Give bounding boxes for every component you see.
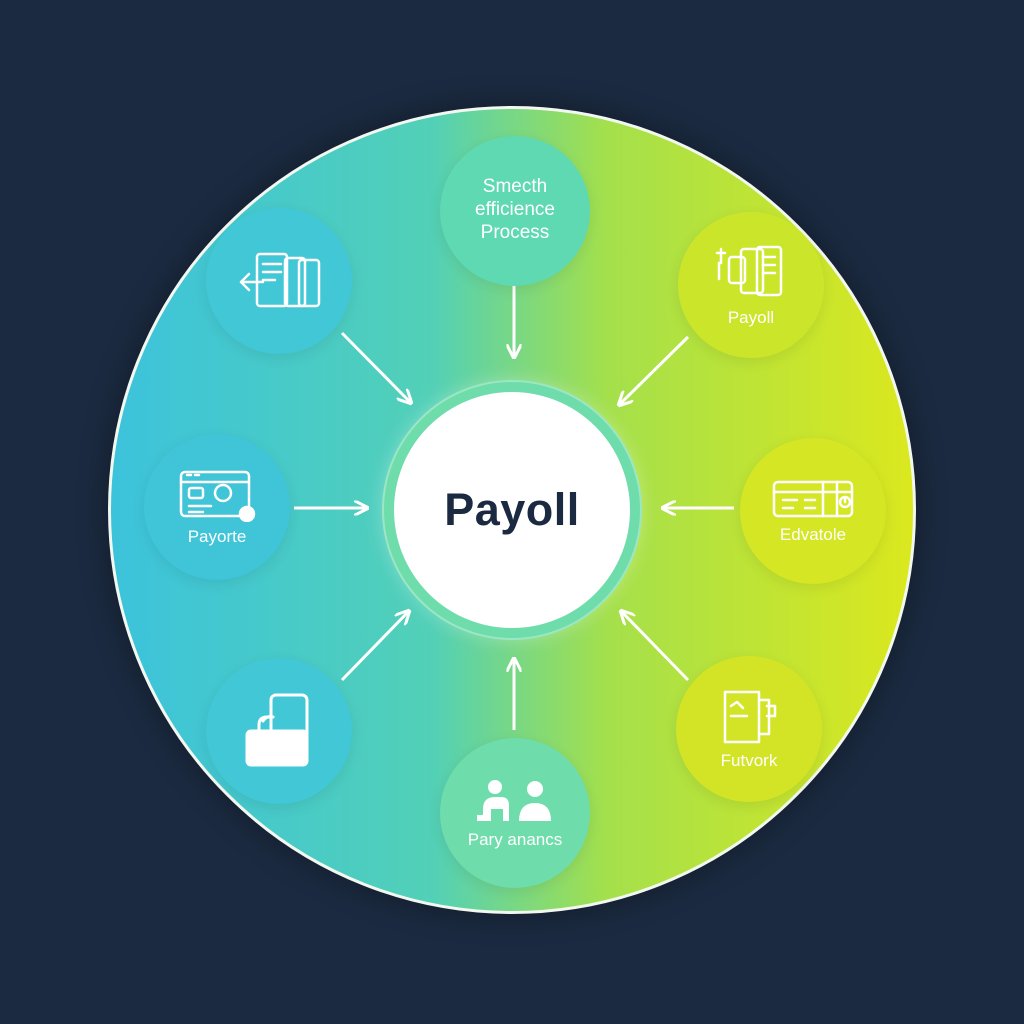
center-hub: Payoll bbox=[384, 382, 640, 638]
arrow-bottom-right bbox=[622, 612, 690, 682]
node-top-left bbox=[206, 208, 352, 354]
calendar-icon bbox=[772, 480, 854, 517]
arrow-top-left bbox=[340, 331, 410, 402]
node-top-line-1: Smecth bbox=[482, 175, 548, 197]
node-top: Smecth efficience Process bbox=[440, 136, 590, 286]
node-right: Edvatole bbox=[740, 438, 886, 584]
node-top-line-3: Process bbox=[480, 221, 550, 243]
node-left-label: Payorte bbox=[187, 526, 247, 546]
people-icon bbox=[477, 779, 551, 821]
devices-icon bbox=[715, 245, 783, 296]
document-icon bbox=[723, 690, 777, 743]
node-bottom-right-label: Futvork bbox=[720, 750, 778, 770]
node-top-right-label: Payoll bbox=[727, 307, 775, 327]
center-title: Payoll bbox=[444, 484, 580, 535]
node-left: Payorte bbox=[144, 434, 290, 580]
arrow-bottom-left bbox=[340, 612, 408, 682]
node-bottom-right: Futvork bbox=[676, 656, 822, 802]
documents-icon bbox=[239, 252, 321, 308]
briefcase-icon bbox=[245, 693, 309, 767]
node-top-line-2: efficience bbox=[475, 198, 555, 220]
node-bottom: Pary anancs bbox=[440, 738, 590, 888]
node-bottom-label: Pary anancs bbox=[467, 829, 563, 849]
node-bottom-left bbox=[206, 658, 352, 804]
id-card-icon bbox=[179, 470, 256, 522]
node-right-label: Edvatole bbox=[779, 524, 847, 544]
node-top-right: Payoll bbox=[678, 212, 824, 358]
arrow-top-right bbox=[620, 335, 690, 404]
